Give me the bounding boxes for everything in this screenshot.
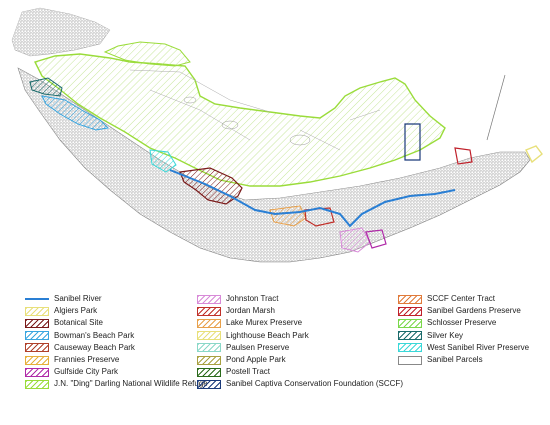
- legend-item: Lake Murex Preserve: [197, 317, 302, 329]
- legend-label: Bowman's Beach Park: [54, 330, 135, 340]
- legend-item: Sanibel Parcels: [398, 354, 483, 366]
- legend-item: Jordan Marsh: [197, 305, 275, 317]
- legend-label: Postell Tract: [226, 367, 271, 377]
- legend-swatch: [197, 379, 221, 389]
- jordan-marsh: [304, 207, 335, 227]
- legend-swatch: [25, 306, 49, 316]
- legend-swatch: [398, 294, 422, 304]
- legend-item: Johnston Tract: [197, 293, 278, 305]
- legend-swatch: [25, 331, 49, 341]
- legend-label: West Sanibel River Preserve: [427, 342, 530, 352]
- legend-swatch: [398, 331, 422, 341]
- northwest-parcels: [11, 7, 111, 57]
- legend-swatch: [25, 367, 49, 377]
- legend-label: Sanibel Captiva Conservation Foundation …: [226, 379, 403, 389]
- pond-2: [289, 134, 311, 146]
- west-sanibel-river-preserve: [149, 149, 177, 173]
- legend-item: Causeway Beach Park: [25, 342, 135, 354]
- legend-item: Sanibel Captiva Conservation Foundation …: [197, 378, 403, 390]
- silver-key: [29, 77, 63, 97]
- legend-label: Sanibel Gardens Preserve: [427, 306, 521, 316]
- sanibel-river: [169, 169, 456, 228]
- legend-swatch: [197, 367, 221, 377]
- legend-label: Sanibel River: [54, 294, 102, 303]
- legend-item: Sanibel River: [25, 293, 102, 305]
- legend-swatch: [197, 331, 221, 341]
- sccf-east: [404, 123, 421, 161]
- lake-murex-preserve: [269, 205, 307, 227]
- legend-swatch: [197, 306, 221, 316]
- legend-swatch: [398, 306, 422, 316]
- gulfside-city-park: [365, 229, 387, 249]
- legend-label: Gulfside City Park: [54, 367, 119, 377]
- pond-1: [221, 120, 239, 130]
- legend-label: Johnston Tract: [226, 294, 279, 303]
- legend-swatch: [25, 343, 49, 353]
- legend-label: Lake Murex Preserve: [226, 318, 303, 328]
- refuge-upper: [103, 41, 191, 67]
- legend-label: Silver Key: [427, 330, 464, 340]
- legend-item: Schlosser Preserve: [398, 317, 496, 329]
- legend-item: J.N. "Ding" Darling National Wildlife Re…: [25, 378, 208, 390]
- legend-item: Botanical Site: [25, 317, 103, 329]
- legend-swatch: [25, 298, 49, 300]
- legend-label: Botanical Site: [54, 318, 103, 328]
- pond-3: [183, 96, 197, 104]
- legend-item: Paulsen Preserve: [197, 342, 289, 354]
- legend-swatch: [25, 355, 49, 365]
- legend-swatch: [25, 318, 49, 328]
- legend-swatch: [197, 343, 221, 353]
- legend-label: Pond Apple Park: [226, 355, 286, 364]
- legend-label: Frannies Preserve: [54, 355, 120, 364]
- legend-label: Lighthouse Beach Park: [226, 330, 309, 340]
- sanibel-gardens-preserve: [454, 147, 473, 165]
- legend-item: Bowman's Beach Park: [25, 330, 134, 342]
- legend-swatch: [398, 318, 422, 328]
- power-line: [486, 74, 506, 141]
- legend-item: Pond Apple Park: [197, 354, 286, 366]
- legend-item: Lighthouse Beach Park: [197, 330, 309, 342]
- johnston-tract: [339, 227, 371, 253]
- lighthouse-beach-park: [525, 145, 543, 164]
- legend-swatch: [197, 318, 221, 328]
- legend-swatch: [398, 355, 422, 365]
- legend-item: SCCF Center Tract: [398, 293, 495, 305]
- legend-swatch: [197, 294, 221, 304]
- legend-label: Sanibel Parcels: [427, 355, 483, 364]
- legend-item: Sanibel Gardens Preserve: [398, 305, 521, 317]
- bowmans-beach-park: [41, 95, 110, 131]
- legend-label: Jordan Marsh: [226, 306, 275, 316]
- legend-item: Gulfside City Park: [25, 366, 118, 378]
- refuge-road: [129, 69, 381, 151]
- legend-item: Silver Key: [398, 330, 463, 342]
- legend-label: J.N. "Ding" Darling National Wildlife Re…: [54, 379, 208, 389]
- legend-swatch: [197, 355, 221, 365]
- sanibel-island-map: [11, 7, 543, 263]
- legend-item: Postell Tract: [197, 366, 270, 378]
- legend-label: Causeway Beach Park: [54, 342, 135, 352]
- legend-item: West Sanibel River Preserve: [398, 342, 529, 354]
- legend-swatch: [25, 379, 49, 389]
- legend-label: Schlosser Preserve: [427, 318, 497, 328]
- legend-item: Frannies Preserve: [25, 354, 119, 366]
- legend-label: Paulsen Preserve: [226, 342, 290, 352]
- legend-item: Algiers Park: [25, 305, 97, 317]
- legend-label: Algiers Park: [54, 306, 98, 316]
- legend-swatch: [398, 343, 422, 353]
- legend-label: SCCF Center Tract: [427, 294, 496, 303]
